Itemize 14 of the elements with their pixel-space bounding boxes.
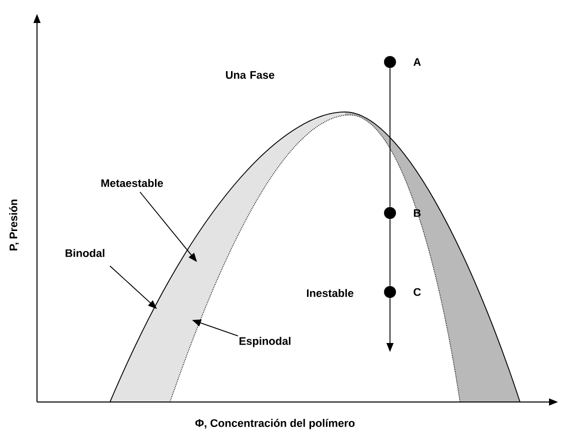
point-marker xyxy=(384,206,396,219)
point-label: A xyxy=(413,58,421,66)
text-label: Φ, Concentración del polímero xyxy=(195,418,355,430)
text-label: Una Fase xyxy=(226,71,274,79)
leader-line xyxy=(110,266,157,309)
point-marker xyxy=(384,56,396,68)
text-label: Binodal xyxy=(66,248,104,258)
text-label: Metaestable xyxy=(101,178,163,188)
text-label: P, Presión xyxy=(9,200,19,250)
text-label: Espinodal xyxy=(240,336,290,348)
point-label: C xyxy=(414,288,421,296)
point-marker xyxy=(384,286,396,298)
text-label: Inestable xyxy=(306,288,354,298)
point-label: B xyxy=(414,209,421,217)
